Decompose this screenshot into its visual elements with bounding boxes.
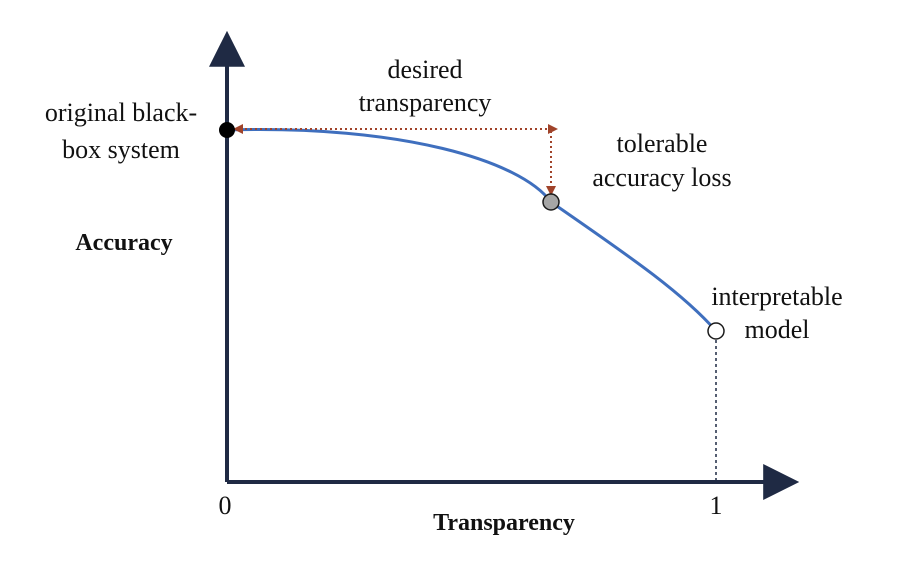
original-label-line2: box system [62,135,180,164]
tradeoff-curve [226,128,718,332]
interpretable-label-line2: model [745,315,810,344]
interpretable-label-line1: interpretable [711,282,842,311]
y-axis-label: Accuracy [75,230,172,256]
x-axis-label: Transparency [433,510,575,536]
interpretable-model-point [707,322,725,340]
tolerable-label-line1: tolerable [617,129,708,158]
tolerable-label-line2: accuracy loss [592,163,731,192]
desired-label-line2: transparency [359,88,492,117]
original-system-point [219,122,235,138]
desired-label-line1: desired [387,55,462,84]
x-tick-0: 0 [219,491,232,520]
x-tick-1: 1 [710,491,723,520]
tolerable-point [542,193,560,211]
original-label-line1: original black- [45,98,197,127]
